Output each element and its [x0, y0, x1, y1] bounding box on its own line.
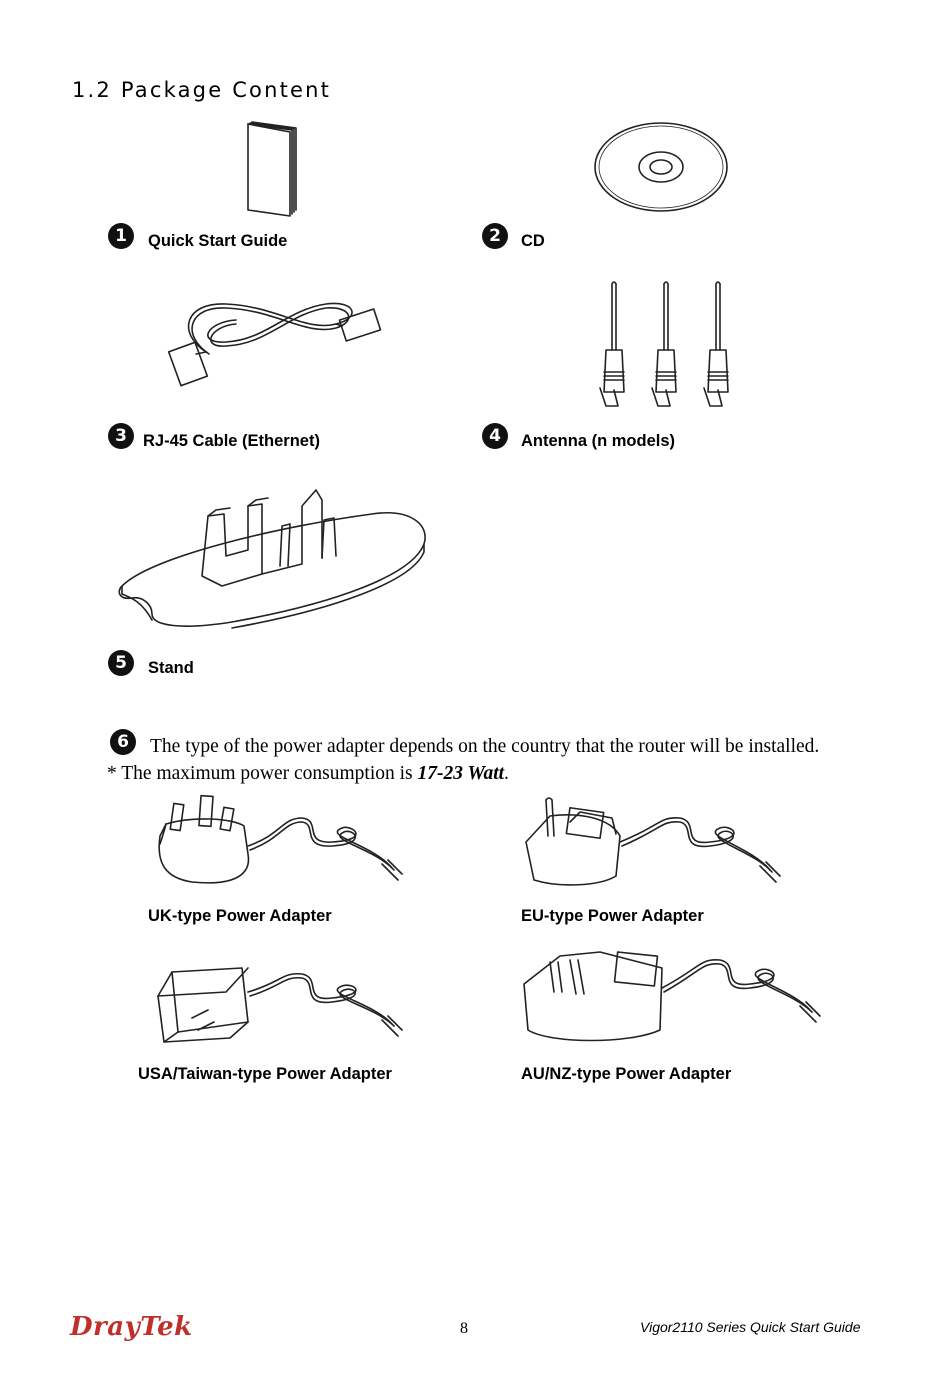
cd-icon — [594, 122, 728, 212]
adapter-label-usa-taiwan: USA/Taiwan-type Power Adapter — [138, 1065, 392, 1083]
item-label-antenna: Antenna (n models) — [521, 432, 676, 450]
item-label-stand: Stand — [148, 659, 194, 677]
section-title: 1.2 Package Content — [72, 78, 332, 102]
guide-title: Vigor2110 Series Quick Start Guide — [640, 1319, 861, 1335]
item-label-cd: CD — [521, 232, 545, 250]
booklet-icon — [247, 121, 297, 217]
stand-icon — [118, 489, 426, 629]
uk-adapter-icon — [158, 794, 403, 884]
eu-adapter-icon — [525, 797, 781, 886]
adapter-label-au-nz: AU/NZ-type Power Adapter — [521, 1065, 732, 1083]
item-number-3: 3 — [108, 423, 134, 449]
ethernet-cable-icon — [167, 302, 382, 387]
power-consumption-value: 17-23 Watt — [417, 763, 505, 784]
item-label-rj45-cable: RJ-45 Cable (Ethernet) — [143, 432, 320, 450]
item-number-4: 4 — [482, 423, 508, 449]
item-number-5: 5 — [108, 650, 134, 676]
antenna-icon — [599, 281, 729, 407]
item-label-quick-start-guide: Quick Start Guide — [148, 232, 288, 250]
page-number: 8 — [460, 1320, 468, 1337]
power-adapter-note: The type of the power adapter depends on… — [150, 736, 820, 757]
draytek-logo: DrayTek — [70, 1312, 193, 1342]
power-consumption-note: * The maximum power consumption is 17-23… — [107, 763, 509, 785]
item-number-1: 1 — [108, 223, 134, 249]
usa-adapter-icon — [157, 967, 403, 1043]
item-number-2: 2 — [482, 223, 508, 249]
adapter-label-uk: UK-type Power Adapter — [148, 907, 332, 925]
adapter-label-eu: EU-type Power Adapter — [521, 907, 704, 925]
power-consumption-suffix: . — [504, 763, 509, 784]
item-number-6: 6 — [110, 729, 136, 755]
power-consumption-prefix: * The maximum power consumption is — [107, 763, 418, 784]
au-adapter-icon — [523, 951, 821, 1042]
